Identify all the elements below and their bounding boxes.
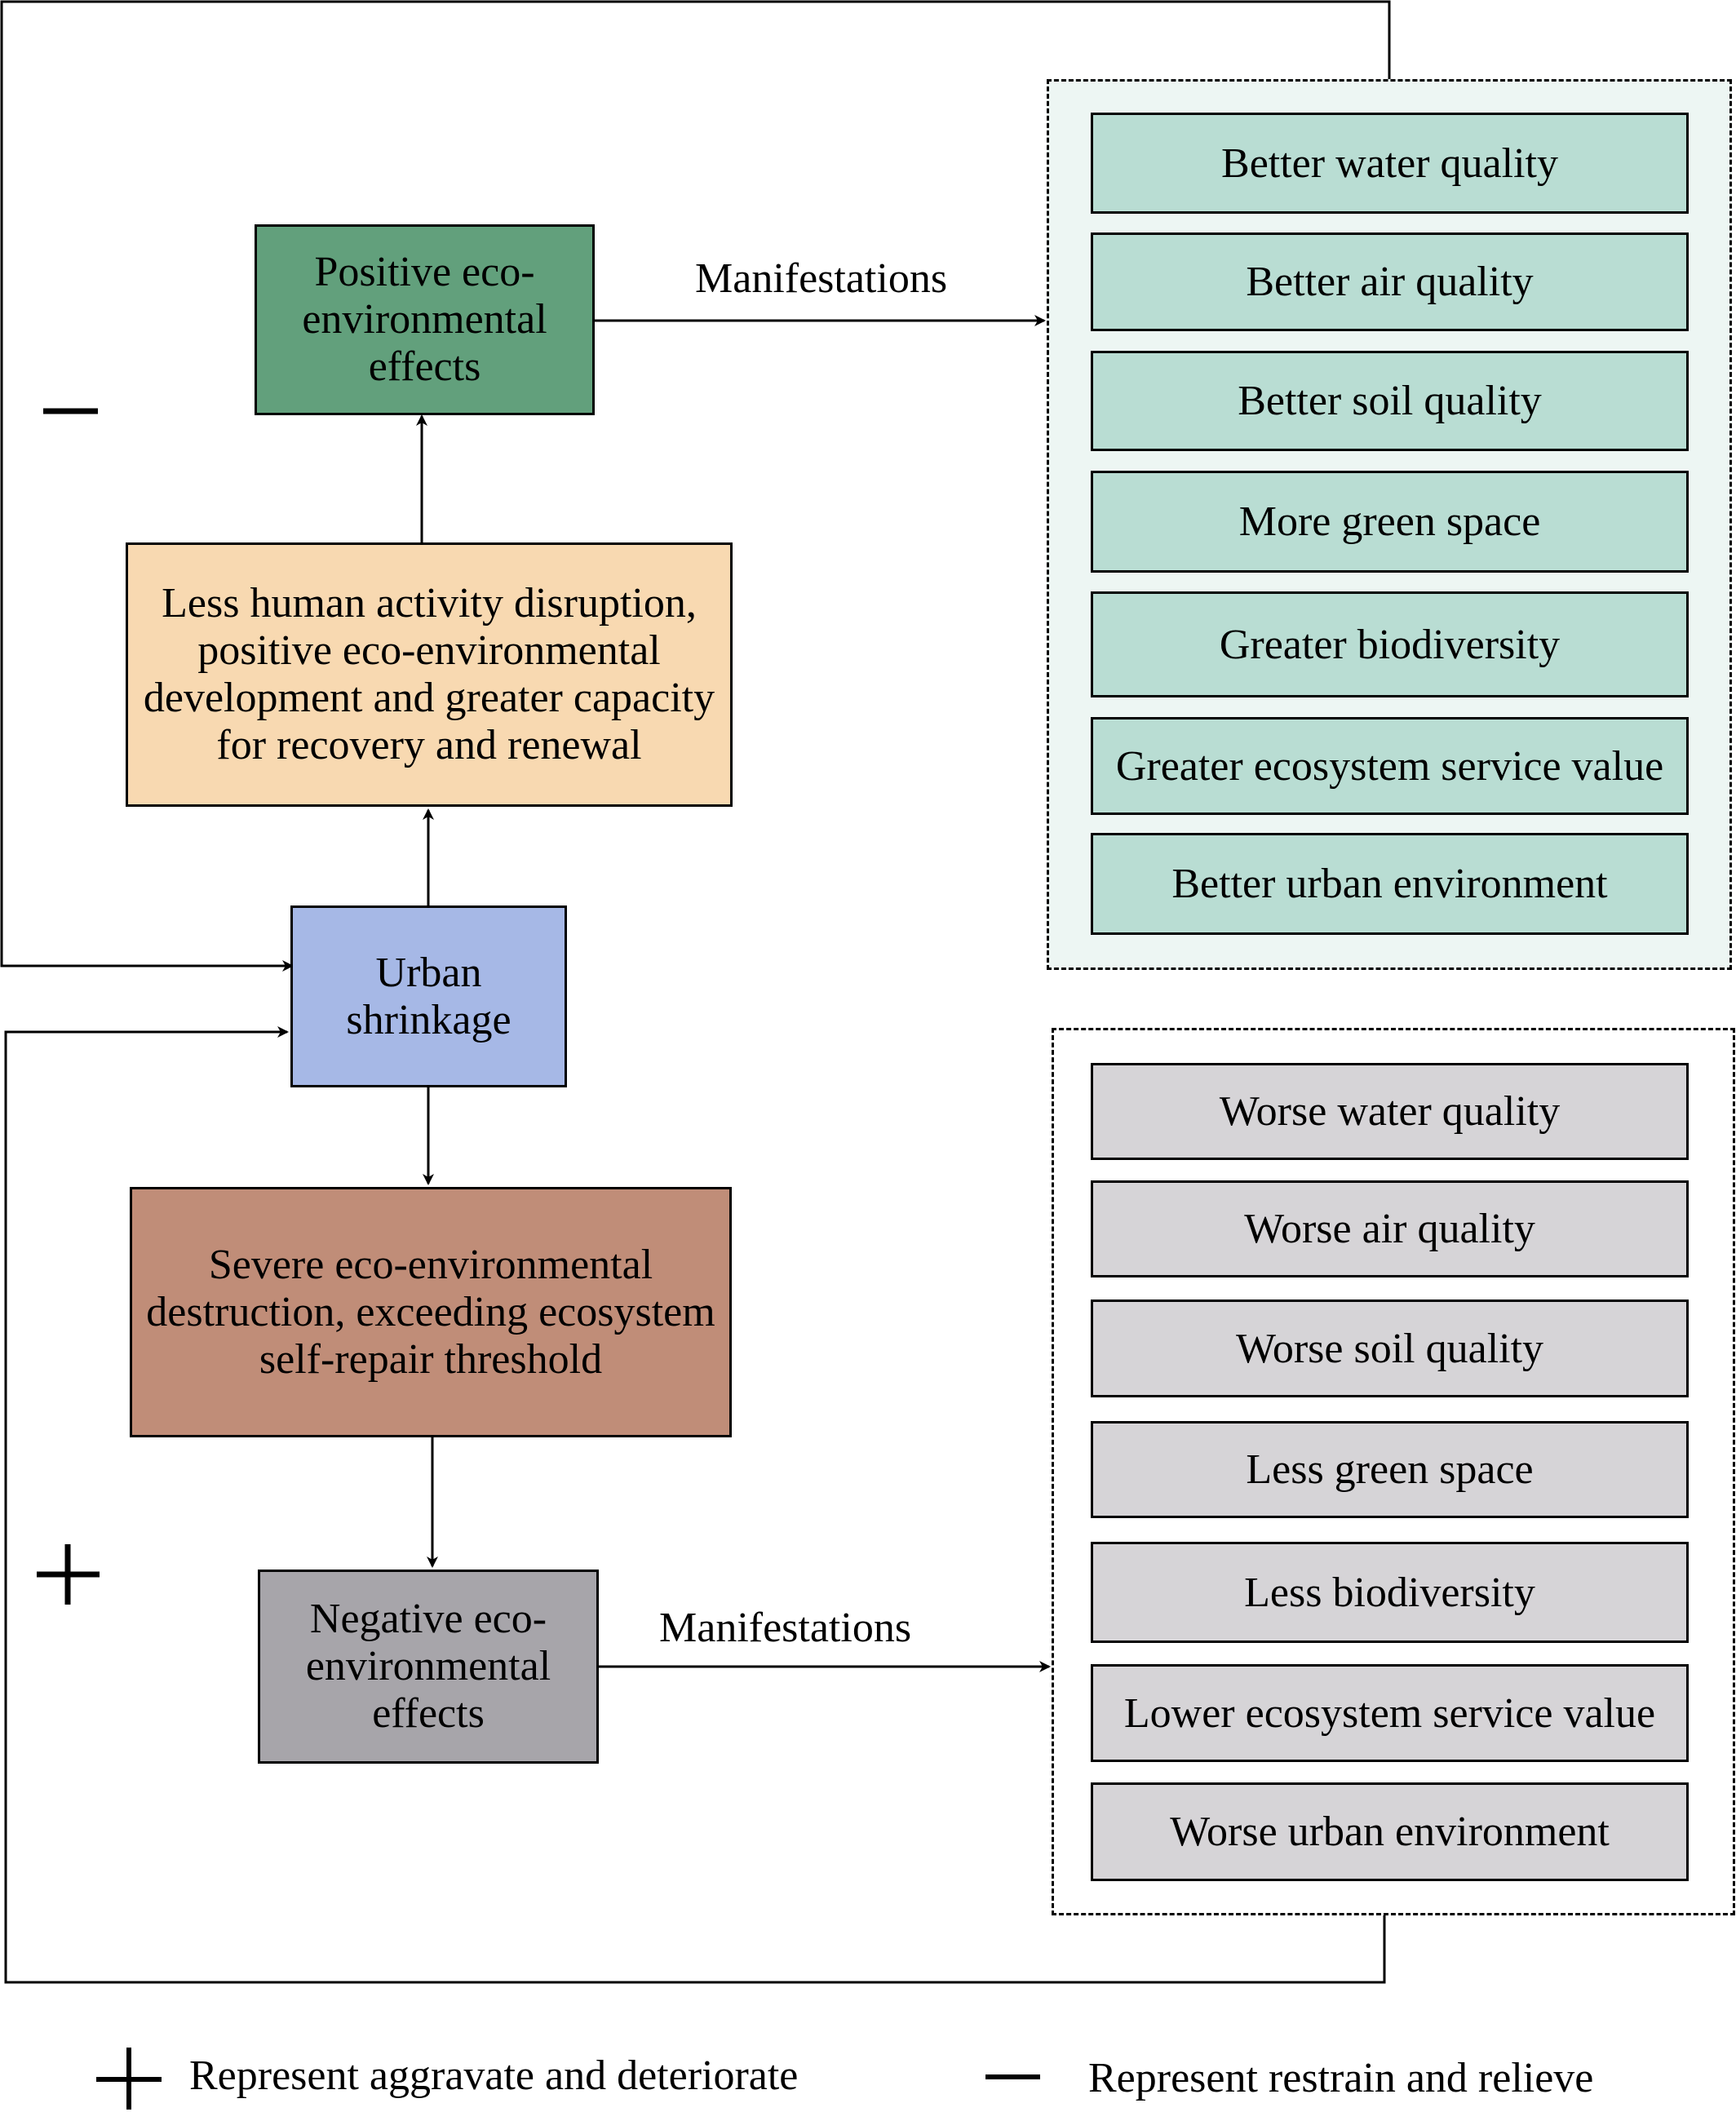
- positive-manifestations-edge-label: Manifestations: [695, 255, 948, 302]
- negative-item-water: Worse water quality: [1091, 1063, 1689, 1160]
- positive-effects-node: Positive eco-environmental effects: [255, 224, 595, 415]
- legend-plus-text: Represent aggravate and deteriorate: [189, 2052, 799, 2099]
- legend-minus-text: Represent restrain and relieve: [1088, 2055, 1594, 2101]
- negative-item-green-space: Less green space: [1091, 1421, 1689, 1518]
- positive-item-ecosystem-value: Greater ecosystem service value: [1091, 717, 1689, 815]
- feedback-loop-top: [0, 0, 1391, 972]
- negative-item-label: Worse water quality: [1219, 1088, 1561, 1135]
- negative-item-label: Worse air quality: [1244, 1206, 1535, 1252]
- loop-signs: [37, 408, 100, 1605]
- positive-item-label: Better soil quality: [1238, 378, 1542, 424]
- severe-destruction-label: Severe eco-environmental destruction, ex…: [146, 1241, 715, 1383]
- positive-item-urban-environment: Better urban environment: [1091, 833, 1689, 935]
- less-disruption-node: Less human activity disruption, positive…: [126, 542, 733, 807]
- positive-item-label: More green space: [1238, 498, 1541, 545]
- positive-item-label: Better water quality: [1221, 139, 1558, 187]
- negative-item-label: Less green space: [1246, 1446, 1534, 1493]
- positive-item-biodiversity: Greater biodiversity: [1091, 591, 1689, 697]
- negative-effects-label: Negative eco-environmental effects: [305, 1596, 551, 1737]
- negative-item-air: Worse air quality: [1091, 1180, 1689, 1277]
- severe-destruction-node: Severe eco-environmental destruction, ex…: [130, 1187, 732, 1437]
- negative-item-label: Worse soil quality: [1235, 1325, 1544, 1372]
- positive-item-label: Better urban environment: [1171, 861, 1608, 907]
- negative-effects-node: Negative eco-environmental effects: [258, 1570, 599, 1764]
- positive-item-green-space: More green space: [1091, 471, 1689, 573]
- negative-item-ecosystem-value: Lower ecosystem service value: [1091, 1664, 1689, 1762]
- negative-item-label: Less biodiversity: [1244, 1569, 1535, 1616]
- negative-item-label: Lower ecosystem service value: [1123, 1689, 1656, 1737]
- positive-item-soil: Better soil quality: [1091, 351, 1689, 451]
- less-disruption-label: Less human activity disruption, positive…: [143, 580, 715, 768]
- legend-symbols: [96, 2048, 1040, 2110]
- positive-item-air: Better air quality: [1091, 232, 1689, 331]
- urban-shrinkage-label: Urban shrinkage: [346, 949, 512, 1043]
- negative-item-soil: Worse soil quality: [1091, 1300, 1689, 1397]
- negative-manifestations-edge-label: Manifestations: [659, 1605, 912, 1651]
- urban-shrinkage-node: Urban shrinkage: [290, 905, 567, 1087]
- positive-item-label: Greater biodiversity: [1219, 621, 1561, 668]
- positive-effects-label: Positive eco-environmental effects: [302, 249, 547, 390]
- positive-item-label: Greater ecosystem service value: [1115, 742, 1664, 790]
- negative-item-label: Worse urban environment: [1170, 1809, 1610, 1855]
- negative-item-urban-environment: Worse urban environment: [1091, 1782, 1689, 1881]
- feedback-loop-bottom: [4, 1026, 1386, 1984]
- positive-item-water: Better water quality: [1091, 113, 1689, 214]
- positive-item-label: Better air quality: [1246, 259, 1534, 305]
- negative-item-biodiversity: Less biodiversity: [1091, 1542, 1689, 1643]
